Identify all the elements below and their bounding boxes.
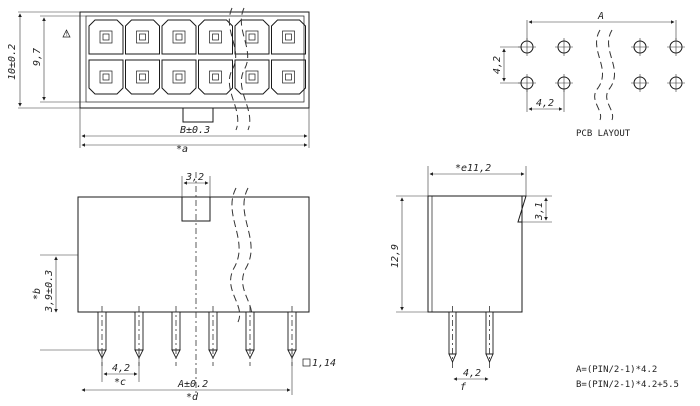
dim-b: B±0.3 — [180, 125, 210, 136]
dim-a-tol: A±0.2 — [177, 379, 208, 390]
dim-pin-square: 1,14 — [312, 358, 336, 369]
dim-latch-width: 3,2 — [185, 172, 204, 183]
pcb-layout-title: PCB LAYOUT — [576, 129, 631, 139]
pcb-break-line-2 — [606, 29, 616, 121]
dim-height-inner: 9,7 — [32, 48, 43, 66]
side-view-latch — [517, 195, 527, 223]
side-pin-right — [485, 311, 494, 355]
side-view-body — [427, 195, 523, 313]
front-pin-row — [97, 306, 297, 366]
svg-text:!: ! — [65, 31, 69, 38]
pin-square-symbol — [302, 358, 311, 367]
cavity — [161, 59, 197, 95]
pcb-break-line — [594, 29, 604, 121]
front-pin — [208, 306, 218, 366]
pcb-dim-a: A — [597, 11, 604, 22]
pcb-dim-pitch-h: 4,2 — [536, 98, 554, 109]
dim-side-pitch: 4,2 — [463, 368, 481, 379]
dim-c-star: *c — [114, 377, 126, 388]
cavity — [271, 19, 306, 55]
dim-pitch: 4,2 — [112, 363, 130, 374]
top-view-latch — [182, 107, 214, 123]
cavity — [125, 19, 160, 55]
front-view-body — [77, 196, 310, 313]
cavity — [125, 59, 160, 95]
cavity — [198, 19, 233, 55]
dim-a-star: *a — [176, 144, 188, 155]
cavity-grid — [88, 19, 306, 95]
top-view: ! 10±0.2 9,7 B±0.3 *a — [7, 7, 310, 155]
front-pin — [171, 306, 181, 366]
top-view-inner-frame — [85, 15, 305, 103]
dim-pin-length: 3,9±0.3 — [44, 270, 55, 313]
front-pin — [287, 306, 297, 366]
dim-latch-height: 3,1 — [534, 202, 545, 221]
pcb-layout: A 4,2 4,2 PCB LAYOUT — [492, 11, 685, 139]
side-view: *e11,2 3,1 12,9 4,2 f — [390, 163, 552, 393]
dim-side-width: *e11,2 — [455, 163, 491, 174]
dim-height-outer: 10±0.2 — [7, 44, 18, 80]
top-view-break-line-2 — [240, 7, 251, 131]
cavity — [271, 59, 306, 95]
formula-b: B=(PIN/2-1)*4.2+5.5 — [576, 380, 679, 390]
cavity — [88, 19, 124, 55]
warning-triangle-icon: ! — [62, 29, 71, 38]
top-view-break-line — [228, 7, 239, 131]
pcb-dim-pitch-v: 4,2 — [492, 56, 503, 74]
formula-a: A=(PIN/2-1)*4.2 — [576, 365, 657, 375]
dim-f: f — [460, 382, 467, 393]
side-pin-left — [448, 311, 457, 355]
dim-b-star: *b — [32, 288, 43, 300]
front-view-break-line — [230, 187, 241, 323]
cavity — [234, 19, 270, 55]
cavity — [234, 59, 270, 95]
dim-d-star: *d — [186, 392, 199, 403]
cavity — [88, 59, 124, 95]
formula-notes: A=(PIN/2-1)*4.2 B=(PIN/2-1)*4.2+5.5 — [576, 365, 679, 390]
front-view-break-line-2 — [242, 187, 253, 323]
cavity — [161, 19, 197, 55]
dim-side-height: 12,9 — [390, 244, 401, 268]
front-pin — [245, 306, 255, 366]
cavity — [198, 59, 233, 95]
front-view: 3,2 3,9±0.3 *b 4,2 *c A±0.2 *d 1,14 — [32, 172, 336, 403]
